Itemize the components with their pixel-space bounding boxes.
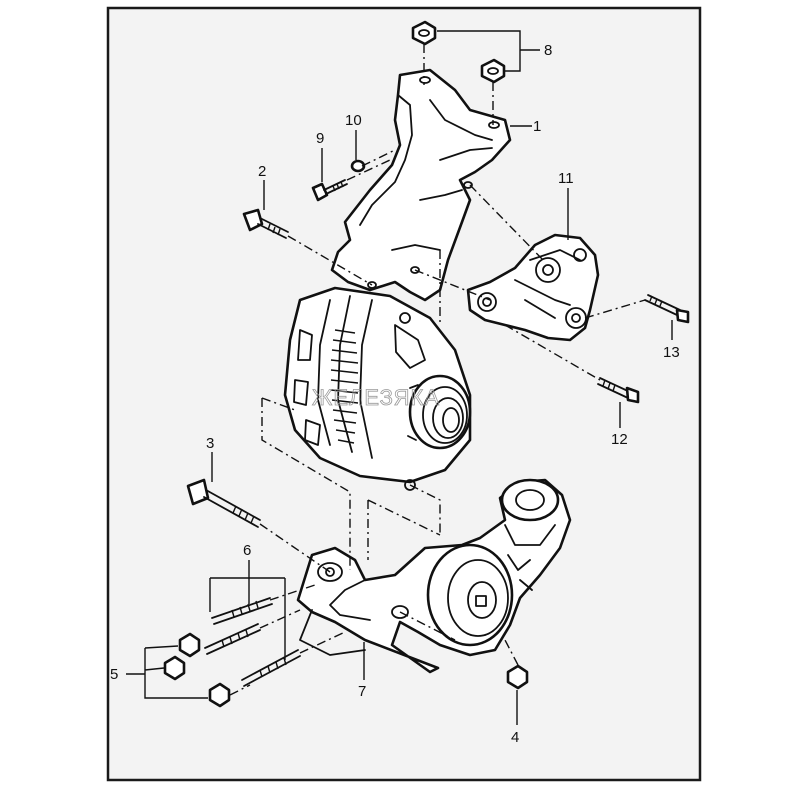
callout-8: 8 — [544, 42, 552, 59]
callout-leaders — [126, 30, 673, 725]
callout-6: 6 — [243, 542, 251, 559]
callout-1: 1 — [533, 118, 541, 135]
alternator-bracket — [330, 68, 512, 302]
watermark: ЖЕЛЕЗЯКА — [312, 385, 440, 410]
callout-4: 4 — [511, 729, 519, 746]
alternator — [283, 286, 472, 491]
callout-2: 2 — [258, 163, 266, 180]
callout-13: 13 — [663, 344, 680, 361]
callout-10: 10 — [345, 112, 362, 129]
fasteners — [163, 20, 690, 708]
belt-tensioner — [296, 478, 572, 674]
callout-5: 5 — [110, 666, 118, 683]
callout-9: 9 — [316, 130, 324, 147]
callout-3: 3 — [206, 435, 214, 452]
callout-12: 12 — [611, 431, 628, 448]
callout-labels: 1 2 3 4 5 6 7 8 9 10 11 12 13 — [110, 42, 680, 746]
callout-11: 11 — [558, 170, 574, 187]
assembly-lines — [229, 44, 646, 696]
callout-7: 7 — [358, 683, 366, 700]
